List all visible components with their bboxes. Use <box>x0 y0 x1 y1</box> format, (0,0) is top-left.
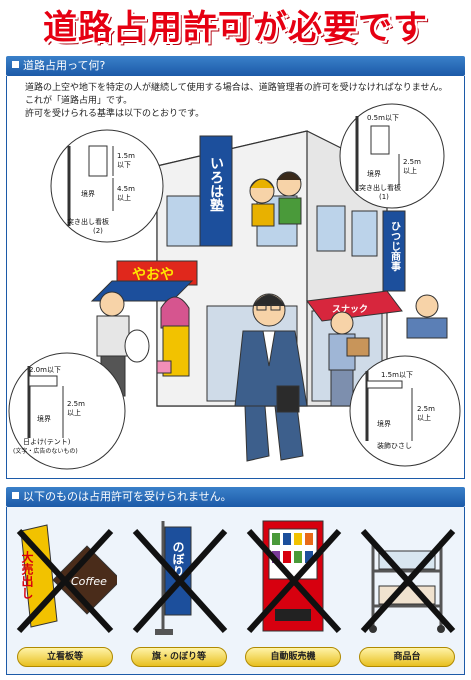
dim-0-5m: 0.5m以下 <box>367 114 399 122</box>
street-illustration: やおや いろは塾 ひつじ商事 スナック <box>8 103 461 470</box>
projecting-sign-label: 突き出し看板 <box>67 217 109 226</box>
sign-shop-right: ひつじ商事 <box>389 221 401 272</box>
bullet-square-icon <box>12 492 19 499</box>
intro-line-1: 道路の上空や地下を特定の人が継続して使用する場合は、道路管理者の許可を受けなけれ… <box>25 83 448 93</box>
section1-heading: 道路占用って何? <box>23 59 106 72</box>
boundary-label: 境界 <box>377 419 391 428</box>
sign-shop-awning: スナック <box>332 304 368 315</box>
vertical-sign-shoji: ひつじ商事 <box>382 210 406 292</box>
dim-1-5m-sub: 以下 <box>117 161 131 169</box>
callout-projecting-sign-1: 0.5m以下 2.5m 以上 境界 突き出し看板 (1) <box>339 103 445 209</box>
vending-machine-icon <box>246 520 342 634</box>
item-standing-signboard: 大売出し Coffee 立看板等 <box>9 507 121 675</box>
banner-text: のぼり <box>171 541 185 577</box>
flag-banner-icon: のぼり <box>132 521 228 635</box>
dim-2-5m-b: 2.5m <box>67 400 85 408</box>
item-vending-machine: 自動販売機 <box>237 507 349 675</box>
flag-banner-label: 旗・のぼり等 <box>131 647 227 667</box>
woman-figure <box>156 296 190 377</box>
intro-text: 道路の上空や地下を特定の人が継続して使用する場合は、道路管理者の許可を受けなけれ… <box>25 82 455 121</box>
standing-signboard-label: 立看板等 <box>17 647 113 667</box>
intro-line-3: 許可を受けられる基準は以下のとおりです。 <box>25 109 205 119</box>
vertical-sign-juku: いろは塾 <box>199 135 233 247</box>
eaves-label: 装飾ひさし <box>377 441 412 450</box>
dim-1-5m-b: 1.5m以下 <box>381 371 413 379</box>
delivery-man-figure <box>328 311 370 407</box>
callout-projecting-sign-2: 1.5m 以下 4.5m 以上 境界 突き出し看板 (2) <box>50 129 164 243</box>
dim-2-5m-b-sub: 以上 <box>67 408 81 417</box>
vending-machine-label: 自動販売機 <box>245 647 341 667</box>
item-flag-banner: のぼり 旗・のぼり等 <box>123 507 235 675</box>
sign-shop-vertical: いろは塾 <box>208 156 224 212</box>
boundary-label: 境界 <box>37 414 51 423</box>
section-what-is-road-occupation: 道路の上空や地下を特定の人が継続して使用する場合は、道路管理者の許可を受けなけれ… <box>6 76 465 479</box>
businessman-figure <box>234 293 308 462</box>
projecting-sign-sub: (2) <box>93 227 103 235</box>
callout-awning-tent: 2.0m以下 2.5m 以上 境界 日よけ(テント) (文字・広告のないもの) <box>8 352 126 470</box>
section2-heading-bar: 以下のものは占用許可を受けられません。 <box>6 487 465 507</box>
bullet-square-icon <box>12 61 19 68</box>
section2-heading: 以下のものは占用許可を受けられません。 <box>23 490 232 503</box>
awning-right: スナック <box>306 290 403 322</box>
signboard-text: 大売出し <box>20 550 34 599</box>
projecting-sign-sub: (1) <box>379 193 389 201</box>
dim-2-5m-a-sub: 以上 <box>403 166 417 175</box>
dim-1-5m: 1.5m <box>117 152 135 160</box>
awning-tent-label: 日よけ(テント) <box>23 438 71 446</box>
window-man-figure <box>406 294 448 339</box>
sign-shop-front: やおや <box>132 267 174 283</box>
children-figures <box>249 171 302 227</box>
callout-eaves: 1.5m以下 2.5m 以上 境界 装飾ひさし <box>349 355 461 467</box>
merchandise-stand-label: 商品台 <box>359 647 455 667</box>
section-not-permitted: 大売出し Coffee 立看板等 のぼり 旗・のぼり等 <box>6 507 465 675</box>
dim-4-5m-sub: 以上 <box>117 193 131 202</box>
dim-2-5m-c-sub: 以上 <box>417 413 431 422</box>
dim-2-0m: 2.0m以下 <box>29 366 61 374</box>
dim-2-5m-a: 2.5m <box>403 158 421 166</box>
item-merchandise-stand: 商品台 <box>351 507 463 675</box>
projecting-sign-label: 突き出し看板 <box>359 183 401 192</box>
standing-signboard-icon: 大売出し Coffee <box>16 524 117 634</box>
page-title: 道路占用許可が必要です <box>43 8 428 48</box>
merchandise-stand-icon <box>360 528 456 634</box>
coffee-sign-text: Coffee <box>71 575 107 588</box>
intro-line-2: これが「道路占用」です。 <box>25 96 133 106</box>
dim-4-5m: 4.5m <box>117 185 135 193</box>
boundary-label: 境界 <box>367 169 381 178</box>
awning-tent-sub: (文字・広告のないもの) <box>13 447 78 455</box>
boundary-label: 境界 <box>81 189 95 198</box>
section1-heading-bar: 道路占用って何? <box>6 56 465 76</box>
dim-2-5m-c: 2.5m <box>417 405 435 413</box>
